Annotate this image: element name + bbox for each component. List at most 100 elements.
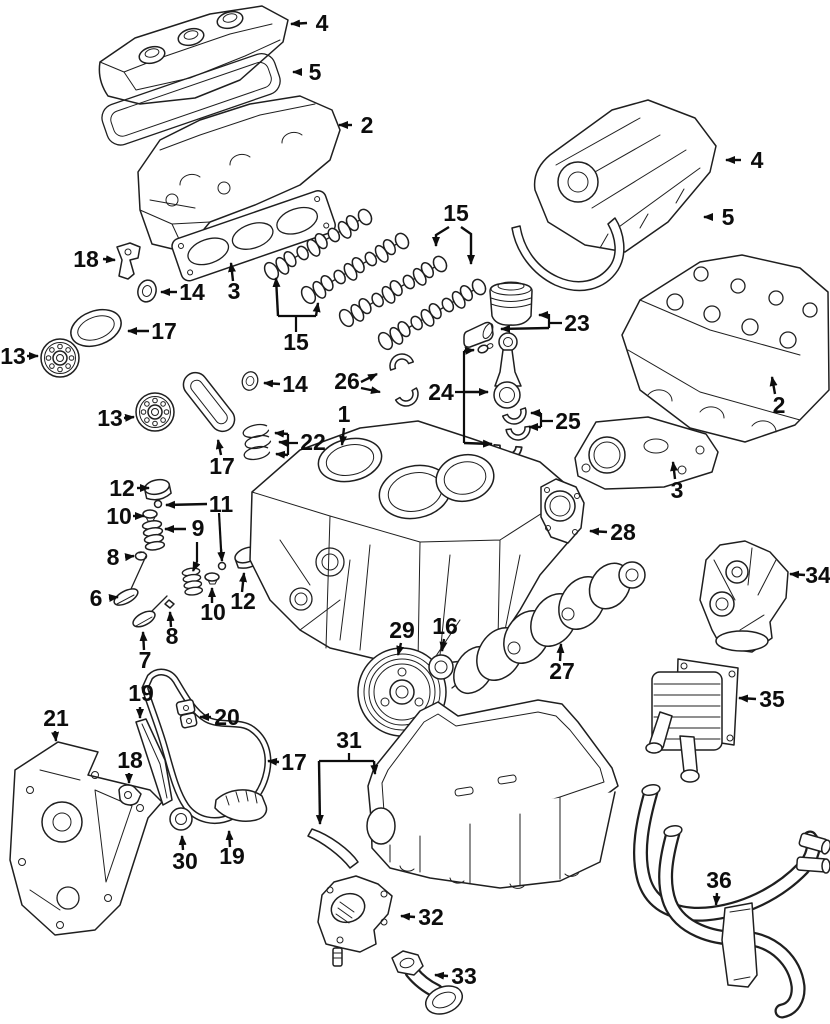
part-grommet-mid <box>239 369 261 393</box>
callout-6: 6 <box>90 585 119 611</box>
part-valve-spring-upper <box>141 518 166 552</box>
callout-1: 1 <box>338 401 351 446</box>
callout-18-lower: 18 <box>117 747 143 784</box>
callout-label: 35 <box>759 686 785 712</box>
part-valve-cover-gasket-right <box>511 217 625 292</box>
part-oil-pan-upper <box>366 699 619 889</box>
part-grommet-upper <box>134 277 160 305</box>
callout-label: 2 <box>773 392 786 418</box>
callout-label: 12 <box>230 588 256 614</box>
callout-label: 22 <box>300 429 326 455</box>
callout-label: 9 <box>192 515 205 541</box>
callout-label: 5 <box>309 59 322 85</box>
callout-3-right: 3 <box>670 461 683 503</box>
part-valve-intake <box>132 595 168 628</box>
part-front-crank-seal <box>428 654 454 680</box>
callout-30: 30 <box>172 835 198 874</box>
callout-label: 36 <box>706 867 732 893</box>
callout-label: 1 <box>338 401 351 427</box>
part-chain-tensioner <box>175 699 198 729</box>
callout-15-right: 15 <box>432 200 475 265</box>
callout-label: 4 <box>316 10 329 36</box>
part-keeper-lower <box>164 599 175 609</box>
part-retainer-upper <box>142 509 158 522</box>
part-bracket-lower <box>118 784 142 806</box>
callout-31: 31 <box>315 727 379 825</box>
callout-13-upper: 13 <box>0 343 39 369</box>
callout-22: 22 <box>274 429 326 459</box>
callout-17-chain: 17 <box>267 749 307 775</box>
callout-8-lower: 8 <box>166 611 179 649</box>
part-cam-sprocket-lower <box>135 392 175 432</box>
part-valve-cover-gasket-left <box>101 52 281 146</box>
callout-32: 32 <box>400 904 444 930</box>
part-oval-gasket <box>70 308 122 348</box>
callout-9: 9 <box>164 515 205 572</box>
part-oil-cooler <box>645 658 739 783</box>
part-pan-gasket-strip <box>307 828 359 869</box>
callout-label: 31 <box>336 727 362 753</box>
part-bracket-upper <box>116 242 141 280</box>
callout-label: 3 <box>228 278 241 304</box>
callout-label: 17 <box>151 318 177 344</box>
callout-label: 17 <box>209 453 235 479</box>
callout-label: 29 <box>389 617 415 643</box>
callout-10-upper: 10 <box>106 503 145 529</box>
callout-label: 14 <box>282 371 308 397</box>
callout-5-left: 5 <box>292 59 322 85</box>
callout-2-right: 2 <box>769 376 786 418</box>
callout-8-upper: 8 <box>107 544 135 570</box>
part-head-gasket-right <box>574 416 719 490</box>
callout-label: 27 <box>549 658 575 684</box>
callout-label: 28 <box>610 519 636 545</box>
callout-27: 27 <box>549 643 575 684</box>
callout-12-upper: 12 <box>109 475 150 501</box>
callout-label: 8 <box>166 623 179 649</box>
callout-label: 6 <box>90 585 103 611</box>
callout-label: 10 <box>200 599 226 625</box>
part-oil-cooler-hoses <box>632 784 830 1019</box>
part-oil-pickup-tube <box>391 950 464 1015</box>
part-retainer-lower <box>204 572 220 585</box>
callout-36: 36 <box>706 867 732 906</box>
part-piston-rings <box>242 423 275 461</box>
callout-17-gasket: 17 <box>127 318 177 344</box>
callout-11: 11 <box>165 491 234 562</box>
callout-label: 21 <box>43 705 69 731</box>
callout-23: 23 <box>500 310 590 336</box>
part-head-gasket-left <box>171 189 336 282</box>
callout-7: 7 <box>139 631 151 673</box>
hose-fittings <box>796 832 830 874</box>
part-piston-pin <box>463 321 494 348</box>
callout-13-lower: 13 <box>97 405 135 431</box>
callout-label: 18 <box>73 246 99 272</box>
part-timing-chain <box>141 668 272 824</box>
callout-label: 12 <box>109 475 135 501</box>
part-keeper-upper <box>153 499 163 509</box>
callout-34: 34 <box>789 562 830 588</box>
part-oil-pump-assembly <box>699 540 789 653</box>
callout-label: 23 <box>564 310 590 336</box>
callout-20: 20 <box>199 704 240 730</box>
callout-18-upper: 18 <box>73 246 116 272</box>
callout-label: 32 <box>418 904 444 930</box>
part-chain-guide-upper <box>135 718 173 806</box>
callout-label: 17 <box>281 749 307 775</box>
callout-label: 11 <box>209 491 234 517</box>
callout-14-mid: 14 <box>263 371 308 397</box>
callout-15-left: 15 <box>272 277 321 355</box>
callout-label: 10 <box>106 503 132 529</box>
part-keeper-mid <box>217 561 227 571</box>
part-cam-sprocket-upper <box>40 338 80 378</box>
callout-25: 25 <box>528 408 581 434</box>
part-cylinder-head-right <box>621 254 830 443</box>
part-piston <box>489 281 533 326</box>
part-rear-seal-plate <box>540 478 585 544</box>
callout-label: 13 <box>97 405 123 431</box>
part-chain-guide-oval <box>182 371 236 433</box>
callout-label: 24 <box>428 379 454 405</box>
callout-21: 21 <box>43 705 69 742</box>
callout-label: 4 <box>751 147 764 173</box>
